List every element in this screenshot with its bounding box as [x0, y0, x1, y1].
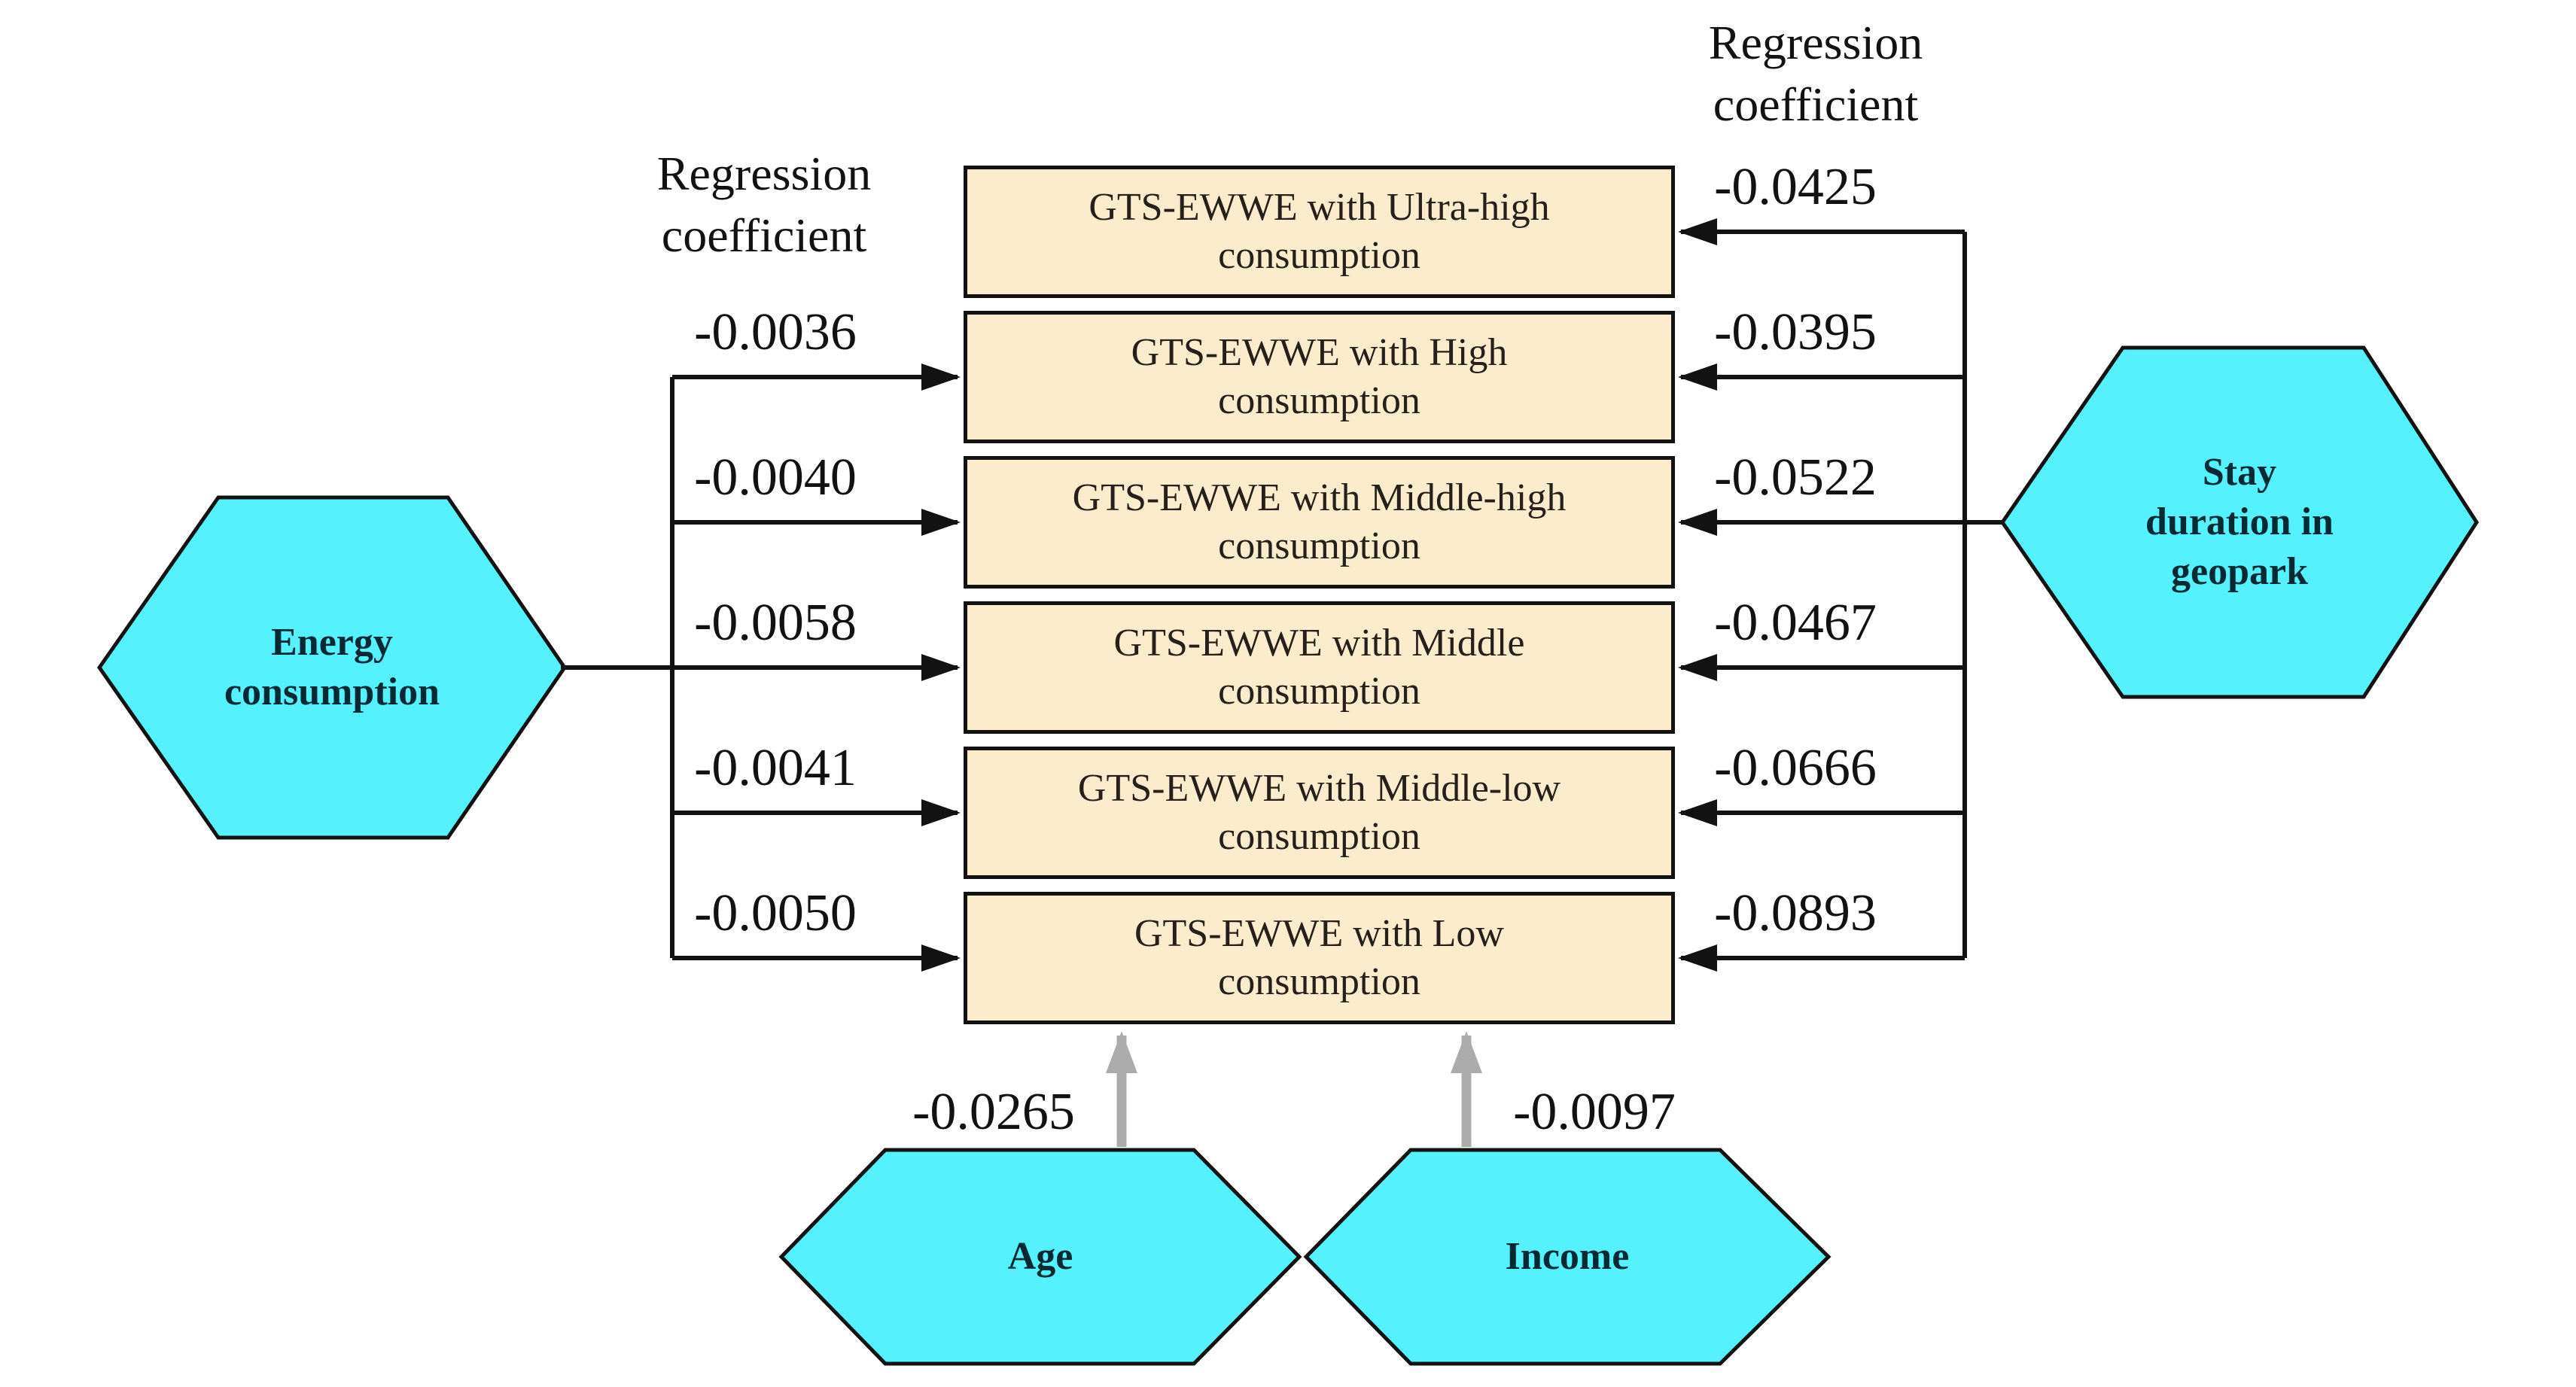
box-label: GTS-EWWE with Ultra-high consumption — [1089, 186, 1550, 277]
hexagon-label: Age — [1007, 1235, 1073, 1278]
box-low-consumption: GTS-EWWE with Low consumption — [964, 892, 1675, 1024]
coef-energy-middle-high: -0.0040 — [694, 449, 857, 506]
box-label: GTS-EWWE with Middle consumption — [1113, 622, 1525, 713]
hexagon-label: Stay duration in geopark — [2145, 451, 2334, 593]
hexagon-stay-duration-shape — [1999, 345, 2479, 699]
box-middle-high-consumption: GTS-EWWE with Middle-high consumption — [964, 456, 1675, 589]
coef-stay-low: -0.0893 — [1714, 884, 1877, 942]
hexagon-age-shape — [778, 1148, 1302, 1366]
coef-energy-middle: -0.0058 — [694, 594, 857, 652]
box-label: GTS-EWWE with Middle-high consumption — [1072, 476, 1567, 567]
box-label: GTS-EWWE with High consumption — [1131, 331, 1508, 422]
box-ultra-high-consumption: GTS-EWWE with Ultra-high consumption — [964, 166, 1675, 298]
coef-income-low: -0.0097 — [1513, 1083, 1676, 1141]
coef-stay-middle-high: -0.0522 — [1714, 449, 1877, 506]
box-middle-consumption: GTS-EWWE with Middle consumption — [964, 601, 1675, 734]
regression-coefficient-header-left: Regression coefficient — [656, 147, 872, 262]
coef-stay-middle: -0.0467 — [1714, 594, 1877, 652]
hexagon-stay-duration: Stay duration in geopark — [2002, 348, 2477, 697]
hexagon-label: Income — [1505, 1235, 1630, 1278]
coef-age-low: -0.0265 — [912, 1083, 1075, 1141]
hexagon-age: Age — [781, 1150, 1299, 1364]
hexagon-income-shape — [1303, 1148, 1832, 1366]
regression-coefficient-header-right: Regression coefficient — [1708, 16, 1923, 131]
coef-stay-ultra-high: -0.0425 — [1714, 158, 1877, 216]
coef-stay-high: -0.0395 — [1714, 303, 1877, 361]
hexagon-income: Income — [1306, 1150, 1828, 1364]
box-label: GTS-EWWE with Low consumption — [1134, 912, 1504, 1003]
coef-energy-low: -0.0050 — [694, 884, 857, 942]
coef-energy-high: -0.0036 — [694, 303, 857, 361]
hexagon-label: Energy consumption — [224, 621, 440, 713]
coef-stay-middle-low: -0.0666 — [1714, 739, 1877, 797]
box-high-consumption: GTS-EWWE with High consumption — [964, 311, 1675, 443]
hexagon-energy-consumption: Energy consumption — [99, 497, 565, 838]
box-middle-low-consumption: GTS-EWWE with Middle-low consumption — [964, 747, 1675, 879]
box-label: GTS-EWWE with Middle-low consumption — [1077, 767, 1561, 858]
coef-energy-middle-low: -0.0041 — [694, 739, 857, 797]
